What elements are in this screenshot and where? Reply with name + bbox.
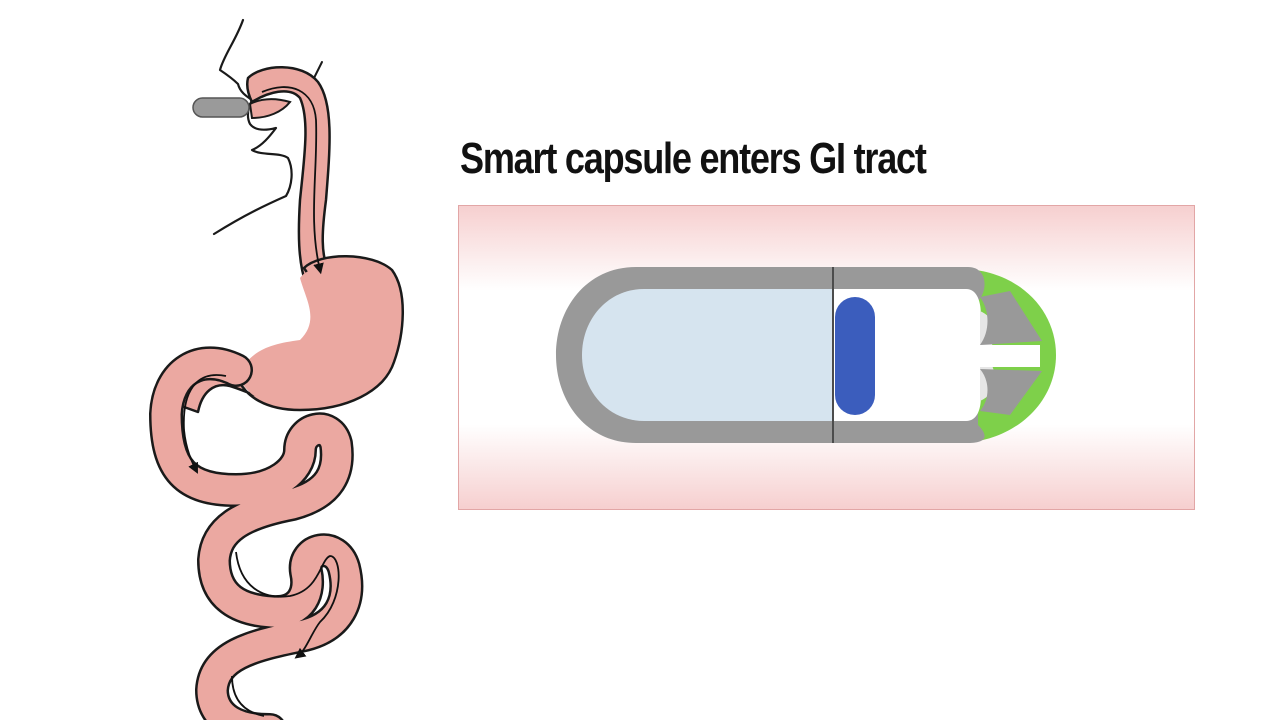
capsule-outlet <box>978 345 1040 367</box>
digestive-tract-icon <box>149 66 404 720</box>
capsule-valve-lower <box>980 369 1042 415</box>
capsule-sensor <box>835 297 875 415</box>
smart-capsule-icon <box>556 267 1056 443</box>
capsule-valve-upper <box>980 291 1042 345</box>
capsule-reservoir <box>582 289 832 421</box>
slide-title: Smart capsule enters GI tract <box>460 134 927 183</box>
face-profile-icon <box>212 18 323 236</box>
gi-tube-cross-section <box>458 205 1195 510</box>
digestive-tract-illustration <box>149 18 404 720</box>
capsule-pill-icon <box>192 97 250 118</box>
